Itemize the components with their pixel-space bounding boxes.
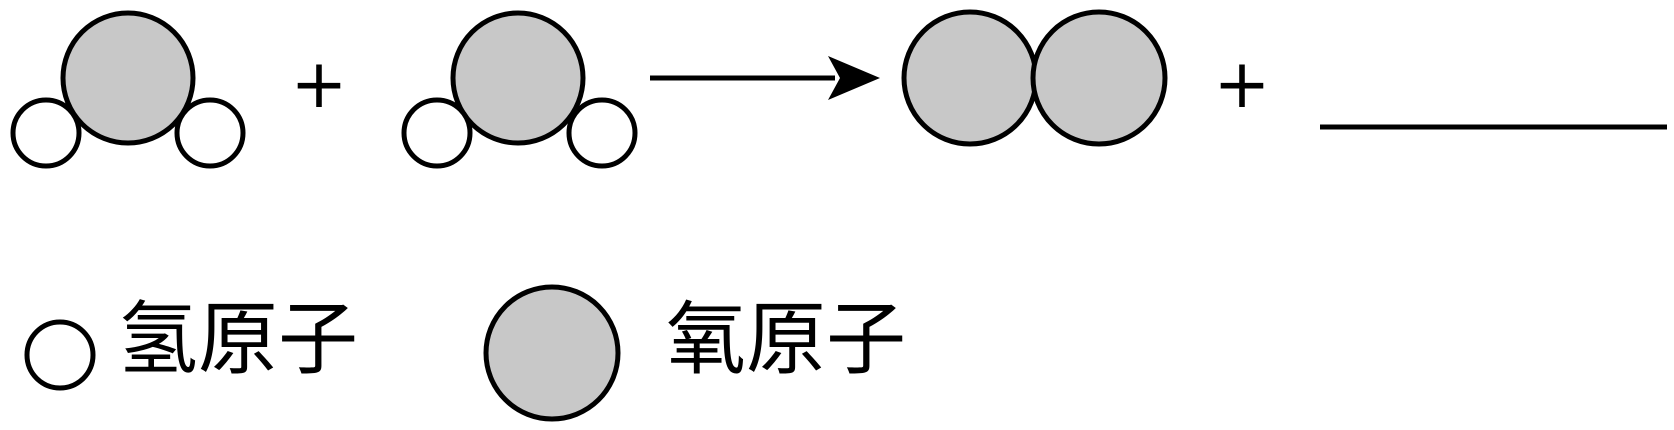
reaction-arrow (650, 56, 880, 100)
plus-sign-2: + (1214, 45, 1271, 124)
oxygen-molecule (901, 9, 1168, 147)
plus-sign-1: + (291, 45, 348, 124)
legend-oxygen-icon (483, 284, 621, 422)
oxygen-atom (60, 10, 196, 146)
legend-oxygen-label: 氧原子 (666, 293, 906, 386)
legend-hydrogen-label: 氢原子 (118, 293, 358, 386)
hydrogen-atom (174, 97, 246, 169)
water-molecule-2 (401, 10, 638, 169)
oxygen-atom (450, 10, 586, 146)
hydrogen-atom (566, 97, 638, 169)
legend-hydrogen-icon (24, 319, 96, 391)
water-molecule-1 (10, 10, 246, 169)
oxygen-atom (901, 9, 1039, 147)
oxygen-atom (1030, 9, 1168, 147)
hydrogen-atom (10, 97, 82, 169)
hydrogen-atom (401, 97, 473, 169)
